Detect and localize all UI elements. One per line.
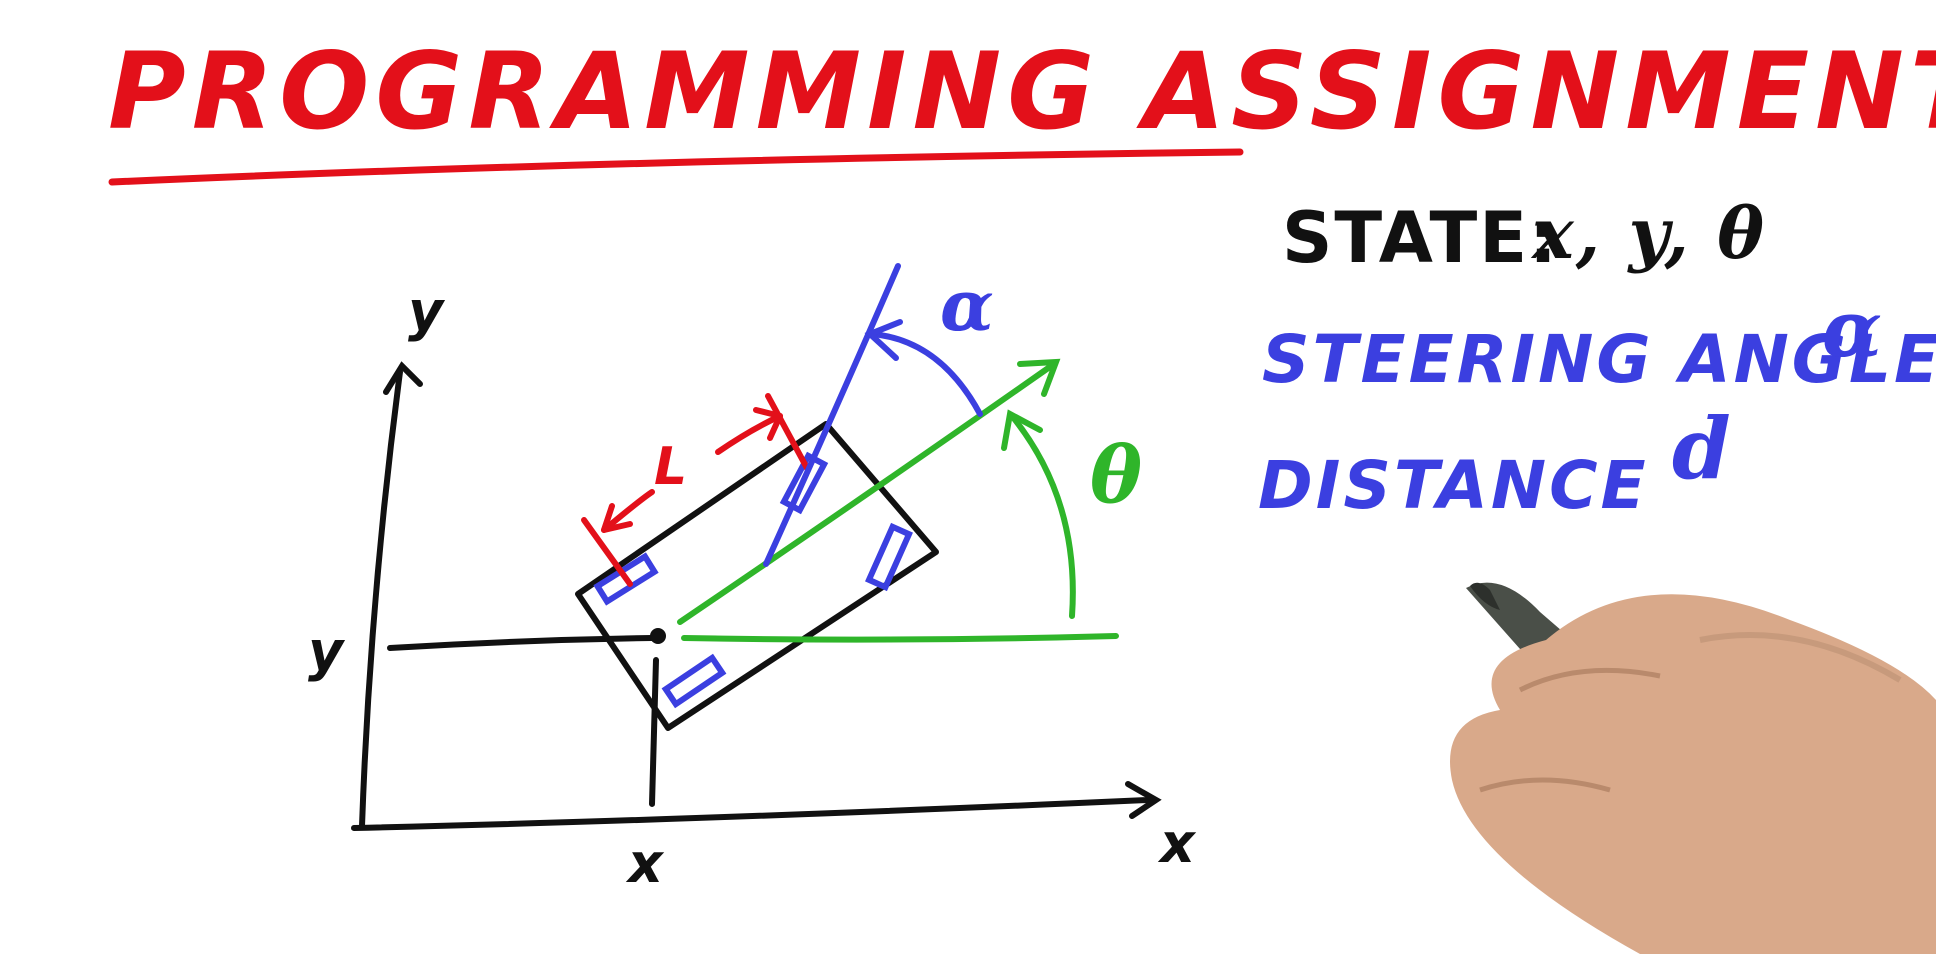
theta-arc bbox=[1009, 413, 1076, 619]
x-axis-line bbox=[351, 797, 1151, 831]
coordinate-axes bbox=[351, 361, 1162, 831]
alpha-arc bbox=[869, 331, 983, 417]
steering-angle-label: STEERING ANGLE: bbox=[1262, 321, 1936, 398]
state-vars: x, y, θ bbox=[1530, 192, 1766, 275]
length-label: L bbox=[654, 437, 687, 497]
state-label: STATE: bbox=[1282, 197, 1559, 279]
y-axis-label: y bbox=[408, 280, 446, 343]
theta-arc-arrowhead bbox=[1001, 409, 1043, 451]
distance-symbol: d bbox=[1672, 399, 1734, 498]
length-dimension bbox=[581, 393, 811, 587]
distance-label: DISTANCE bbox=[1258, 447, 1649, 524]
car-body bbox=[575, 421, 939, 731]
title: PROGRAMMING ASSIGNMENT bbox=[108, 30, 1936, 153]
rear-axle-point bbox=[650, 628, 666, 644]
title-underline bbox=[108, 148, 1244, 186]
x-reference-line bbox=[649, 657, 659, 807]
heading-lines bbox=[677, 358, 1119, 643]
y-axis-line bbox=[359, 369, 403, 829]
wheel-rear-right bbox=[661, 653, 727, 709]
wheel-front-right bbox=[865, 522, 913, 592]
y-axis-arrowhead bbox=[383, 361, 423, 395]
alpha-label: α bbox=[940, 264, 994, 347]
theta-label: θ bbox=[1090, 430, 1142, 521]
heading-arrowhead bbox=[1017, 358, 1061, 397]
horizontal-reference bbox=[681, 633, 1119, 643]
x-coord-label: x bbox=[625, 832, 665, 895]
steering-lines bbox=[763, 263, 983, 567]
y-reference-line bbox=[387, 635, 655, 651]
heading-vector bbox=[677, 361, 1057, 625]
wheels bbox=[593, 451, 913, 709]
x-axis-label: x bbox=[1157, 812, 1197, 875]
steering-vector bbox=[763, 263, 901, 567]
y-coord-label: y bbox=[308, 620, 346, 683]
x-axis-arrowhead bbox=[1125, 781, 1162, 819]
hand-with-marker-image bbox=[1450, 582, 1936, 954]
alpha-arc-arrowhead bbox=[864, 319, 903, 361]
steering-angle-symbol: α bbox=[1822, 284, 1885, 375]
